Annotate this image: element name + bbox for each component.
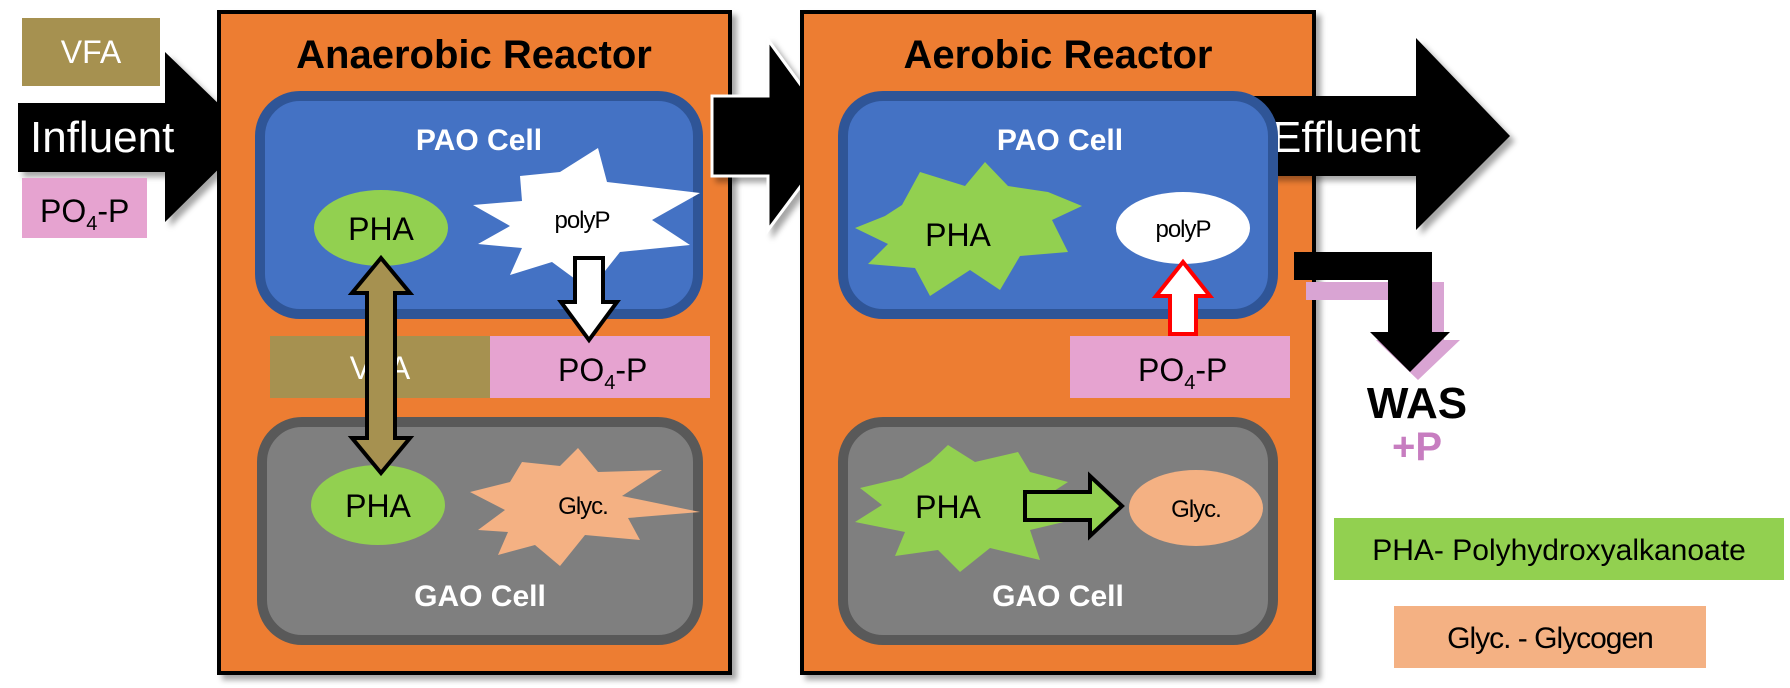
influent-vfa-label: VFA	[61, 34, 122, 70]
aerobic-polyp-label: polyP	[1155, 216, 1210, 243]
influent-arrow	[18, 52, 252, 222]
aerobic-po4p-band	[1070, 336, 1290, 398]
influent-po4p-label: PO4-P	[40, 193, 129, 235]
was-plus-p-label: +P	[1392, 425, 1442, 469]
aerobic-pha-label: PHA	[925, 217, 991, 253]
effluent-arrow	[1252, 38, 1510, 230]
influent-vfa-box	[22, 18, 160, 86]
effluent-label: Effluent	[1272, 113, 1420, 162]
aerobic-title: Aerobic Reactor	[904, 33, 1213, 77]
anaerobic-pha-ellipse	[314, 190, 448, 266]
influent-label: Influent	[30, 113, 174, 162]
aerobic-polyp-ellipse	[1116, 192, 1250, 264]
legend-glyc-label: Glyc. - Glycogen	[1447, 622, 1653, 655]
anaerobic-gao-title: GAO Cell	[414, 580, 546, 613]
anaerobic-pha-label: PHA	[348, 211, 414, 247]
anaerobic-title: Anaerobic Reactor	[296, 33, 652, 77]
anaerobic-gao-pha-label: PHA	[345, 488, 411, 524]
aerobic-pao-title: PAO Cell	[997, 124, 1123, 157]
anaerobic-pao-title: PAO Cell	[416, 124, 542, 157]
anaerobic-polyp-burst	[473, 148, 700, 290]
anaerobic-po4p-label: PO4-P	[558, 352, 647, 394]
aerobic-glyc-ellipse	[1129, 470, 1263, 546]
aerobic-gao-pha-label: PHA	[915, 489, 981, 525]
vfa-pha-double-arrow	[347, 254, 415, 477]
phosphate-uptake-arrow	[1151, 258, 1215, 336]
was-label: WAS	[1367, 379, 1467, 428]
legend-pha-box	[1334, 518, 1784, 580]
aerobic-gao-title: GAO Cell	[992, 580, 1124, 613]
aerobic-pha-burst	[855, 162, 1082, 296]
anaerobic-gao-pha-ellipse	[311, 465, 445, 545]
legend-glyc-box	[1394, 606, 1706, 668]
aerobic-gao-pha-burst	[855, 445, 1072, 572]
anaerobic-po4p-band	[490, 336, 710, 398]
anaerobic-glyc-label: Glyc.	[558, 493, 608, 520]
was-arrow	[1294, 252, 1460, 380]
influent-po4p-box	[22, 178, 147, 238]
anaerobic-glyc-burst	[470, 448, 700, 566]
polyp-release-arrow	[557, 256, 621, 344]
pha-to-glycogen-arrow	[1023, 471, 1125, 541]
aerobic-po4p-label: PO4-P	[1138, 352, 1227, 394]
anaerobic-polyp-label: polyP	[554, 207, 609, 234]
legend-pha-label: PHA- Polyhydroxyalkanoate	[1372, 534, 1746, 567]
aerobic-glyc-label: Glyc.	[1171, 496, 1221, 523]
